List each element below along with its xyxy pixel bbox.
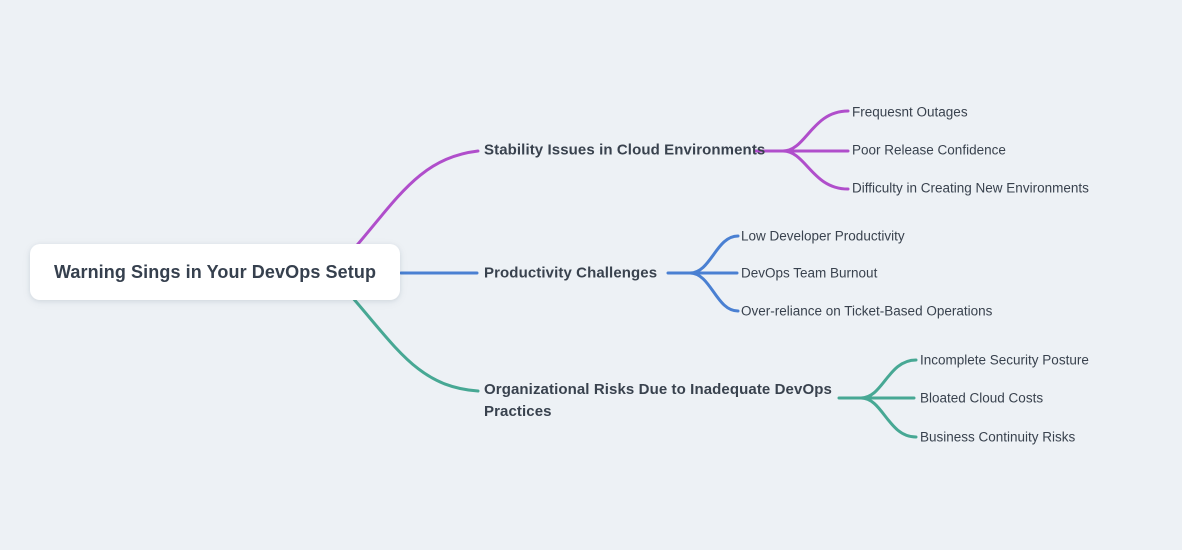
branch-node-productivity-challenges[interactable]: Productivity Challenges xyxy=(484,264,658,282)
edge-stability-down xyxy=(781,149,850,191)
edge-stability-up xyxy=(781,109,850,153)
branch-productivity-edges xyxy=(399,234,740,313)
child-node-poor-release-confidence[interactable]: Poor Release Confidence xyxy=(852,142,1006,158)
edge-productivity-down xyxy=(688,271,740,313)
branch-node-stability-issues[interactable]: Stability Issues in Cloud Environments xyxy=(484,141,766,159)
edge-org-risks-up xyxy=(859,358,918,400)
edge-root-to-org-risks xyxy=(350,295,480,393)
child-node-bloated-cloud-costs[interactable]: Bloated Cloud Costs xyxy=(920,390,1044,406)
branch-node-organizational-risks[interactable]: Organizational Risks Due to Inadequate D… xyxy=(484,381,832,420)
child-node-devops-team-burnout[interactable]: DevOps Team Burnout xyxy=(741,265,878,281)
child-node-low-developer-productivity[interactable]: Low Developer Productivity xyxy=(741,228,905,244)
child-node-business-continuity-risks[interactable]: Business Continuity Risks xyxy=(920,429,1076,445)
edge-root-to-stability xyxy=(350,149,480,253)
branch-stability-edges xyxy=(350,109,850,253)
child-node-difficulty-new-environments[interactable]: Difficulty in Creating New Environments xyxy=(852,180,1089,196)
root-node[interactable]: Warning Sings in Your DevOps Setup xyxy=(30,244,400,300)
edge-productivity-up xyxy=(688,234,740,275)
child-node-incomplete-security-posture[interactable]: Incomplete Security Posture xyxy=(920,352,1089,368)
branch-org-risks-edges xyxy=(350,295,918,439)
child-node-ticket-based-operations[interactable]: Over-reliance on Ticket-Based Operations xyxy=(741,303,993,319)
child-node-frequent-outages[interactable]: Frequesnt Outages xyxy=(852,104,968,120)
edge-org-risks-down xyxy=(859,396,918,439)
